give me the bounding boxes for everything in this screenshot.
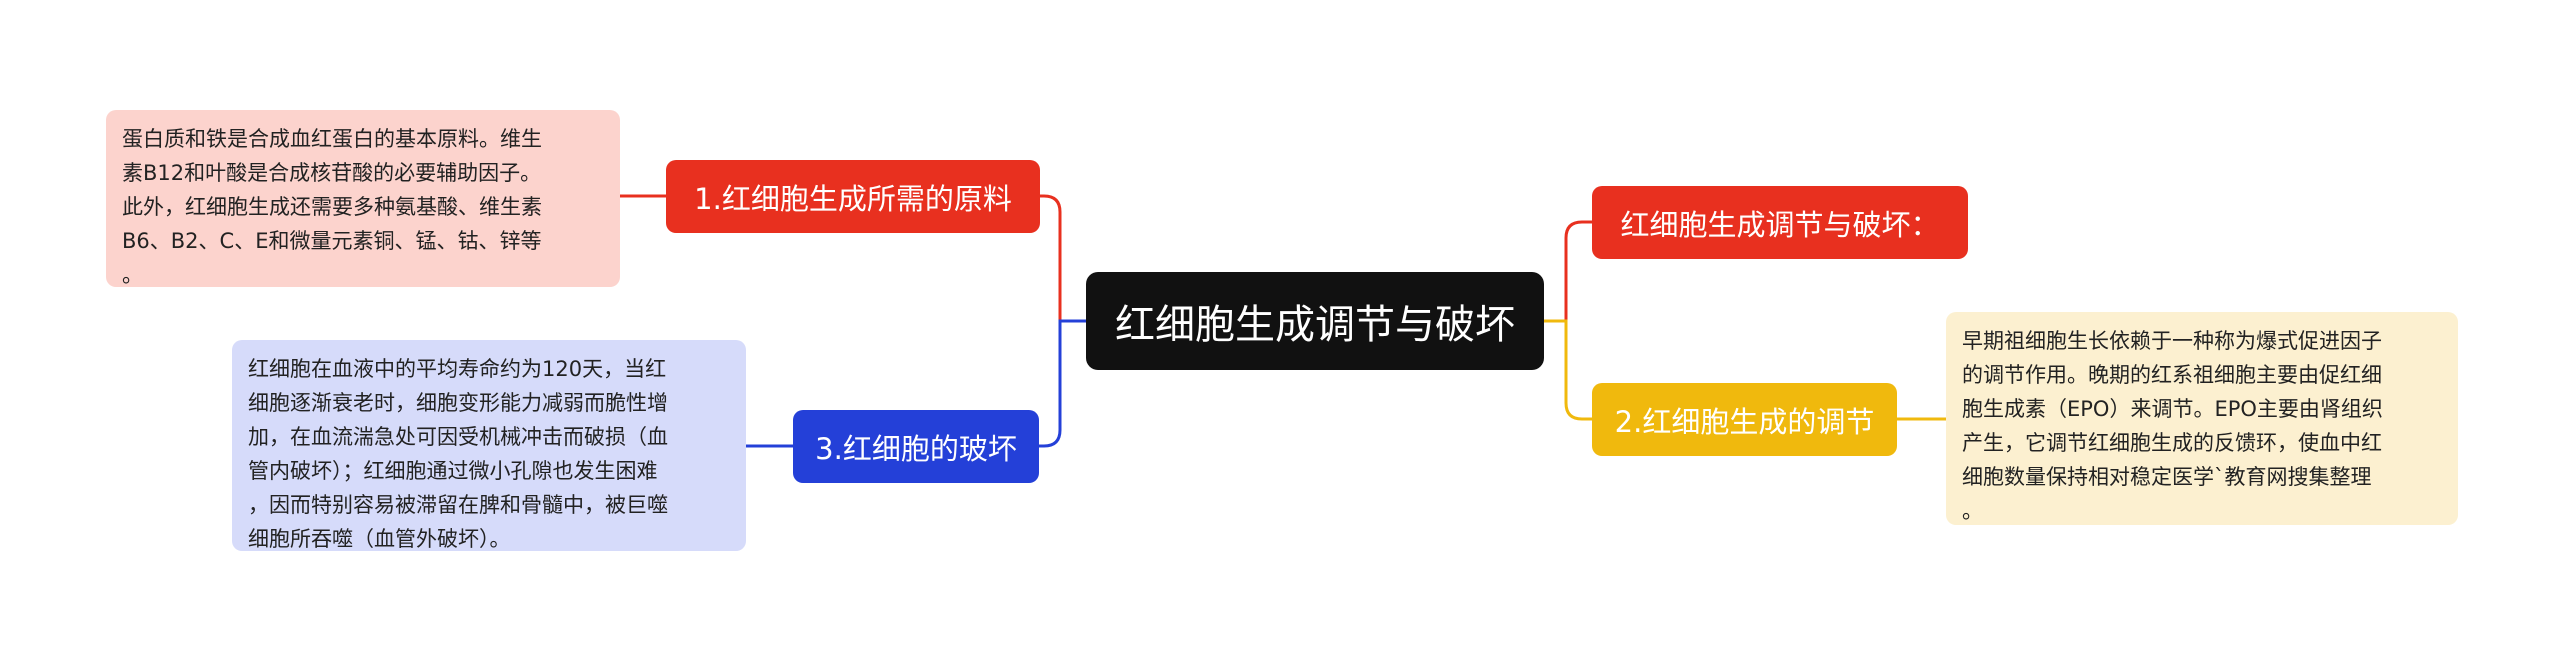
topic-materials-label: 1.红细胞生成所需的原料: [694, 181, 1012, 216]
note-line: 胞生成素（EPO）来调节。EPO主要由肾组织: [1962, 397, 2383, 421]
connector-root-materials: [1040, 194, 1086, 323]
topic-regulation[interactable]: 2.红细胞生成的调节: [1592, 383, 1897, 456]
note-materials[interactable]: 蛋白质和铁是合成血红蛋白的基本原料。维生 素B12和叶酸是合成核苷酸的必要辅助因…: [106, 110, 620, 287]
note-line: 蛋白质和铁是合成血红蛋白的基本原料。维生: [122, 127, 542, 151]
note-line: 产生，它调节红细胞生成的反馈环，使血中红: [1962, 431, 2382, 455]
note-line: 细胞数量保持相对稳定医学`教育网搜集整理: [1962, 465, 2372, 489]
note-line: 。: [1962, 499, 1983, 523]
note-line: 细胞所吞噬（血管外破坏）。: [248, 527, 511, 551]
connector-root-destruction: [1039, 319, 1086, 448]
topic-destruction[interactable]: 3.红细胞的玻坏: [793, 410, 1039, 483]
note-line: 。: [122, 263, 143, 287]
note-line: ，因而特别容易被滞留在脾和骨髓中，被巨噬: [248, 493, 668, 517]
note-line: B6、B2、C、E和微量元素铜、锰、钴、锌等: [122, 229, 542, 253]
topic-materials[interactable]: 1.红细胞生成所需的原料: [666, 160, 1040, 233]
note-line: 管内破坏）；红细胞通过微小孔隙也发生困难: [248, 459, 658, 483]
note-regulation[interactable]: 早期祖细胞生长依赖于一种称为爆式促进因子 的调节作用。晚期的红系祖细胞主要由促红…: [1946, 312, 2458, 525]
note-line: 早期祖细胞生长依赖于一种称为爆式促进因子: [1962, 329, 2382, 353]
note-line: 加，在血流湍急处可因受机械冲击而破损（血: [248, 425, 668, 449]
root-label: 红细胞生成调节与破坏: [1115, 302, 1515, 348]
topic-regulation-label: 2.红细胞生成的调节: [1614, 404, 1875, 439]
connector-root-regulation: [1544, 319, 1592, 421]
topic-destruction-label: 3.红细胞的玻坏: [815, 431, 1017, 466]
note-line: 此外，红细胞生成还需要多种氨基酸、维生素: [122, 195, 542, 219]
topic-heading[interactable]: 红细胞生成调节与破坏：: [1592, 186, 1968, 259]
root-node[interactable]: 红细胞生成调节与破坏: [1086, 272, 1544, 370]
note-line: 素B12和叶酸是合成核苷酸的必要辅助因子。: [122, 161, 542, 185]
connector-root-heading: [1544, 220, 1592, 323]
note-line: 细胞逐渐衰老时，细胞变形能力减弱而脆性增: [248, 391, 668, 415]
topic-heading-label: 红细胞生成调节与破坏：: [1620, 207, 1940, 242]
note-line: 红细胞在血液中的平均寿命约为120天，当红: [248, 357, 667, 381]
note-line: 的调节作用。晚期的红系祖细胞主要由促红细: [1962, 363, 2382, 387]
note-destruction[interactable]: 红细胞在血液中的平均寿命约为120天，当红 细胞逐渐衰老时，细胞变形能力减弱而脆…: [232, 340, 746, 551]
